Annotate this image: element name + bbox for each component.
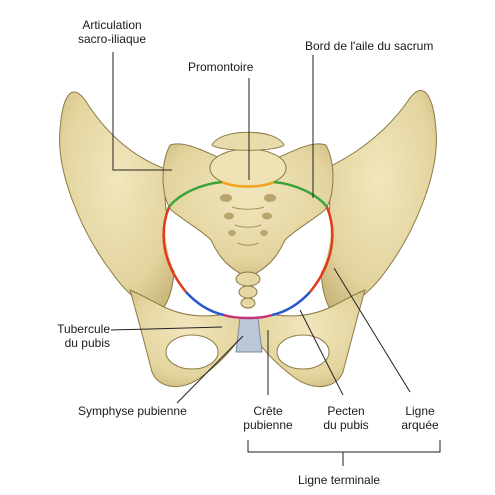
label-ligne-arquee: Ligne arquée: [401, 404, 439, 432]
left-ilium: [59, 91, 175, 313]
coccyx: [235, 271, 261, 309]
pubic-crest-line: [223, 313, 273, 320]
pecten-line-left: [185, 291, 225, 317]
label-bord-aile-sacrum: Bord de l'aile du sacrum: [305, 39, 434, 53]
pubic-symphysis: [235, 317, 263, 353]
label-pecten-pubis: Pecten du pubis: [323, 404, 369, 432]
label-symphyse-pubienne: Symphyse pubienne: [78, 404, 187, 418]
pecten-line-right: [271, 291, 311, 317]
label-articulation-sacro-iliaque: Articulation sacro-iliaque: [77, 18, 147, 46]
sacral-foramina: [220, 194, 276, 236]
label-tubercule-pubis: Tubercule du pubis: [57, 322, 110, 350]
arcuate-line-right: [309, 206, 334, 293]
label-ligne-terminale: Ligne terminale: [298, 473, 381, 487]
label-crete-pubienne: Crête pubienne: [243, 404, 293, 432]
sacrum-wing-line-left: [168, 180, 223, 208]
right-obturator-foramen: [276, 334, 330, 370]
sacrum-wing-line-right: [273, 180, 328, 208]
right-ilium: [320, 90, 437, 313]
vertebra-top: [211, 131, 285, 151]
sacral-segment-lines: [231, 206, 265, 246]
arcuate-line-left: [162, 206, 187, 293]
promontoire-line: [221, 180, 275, 188]
leader-lines: [110, 52, 441, 466]
label-promontoire: Promontoire: [188, 60, 254, 74]
left-obturator-foramen: [165, 334, 219, 370]
